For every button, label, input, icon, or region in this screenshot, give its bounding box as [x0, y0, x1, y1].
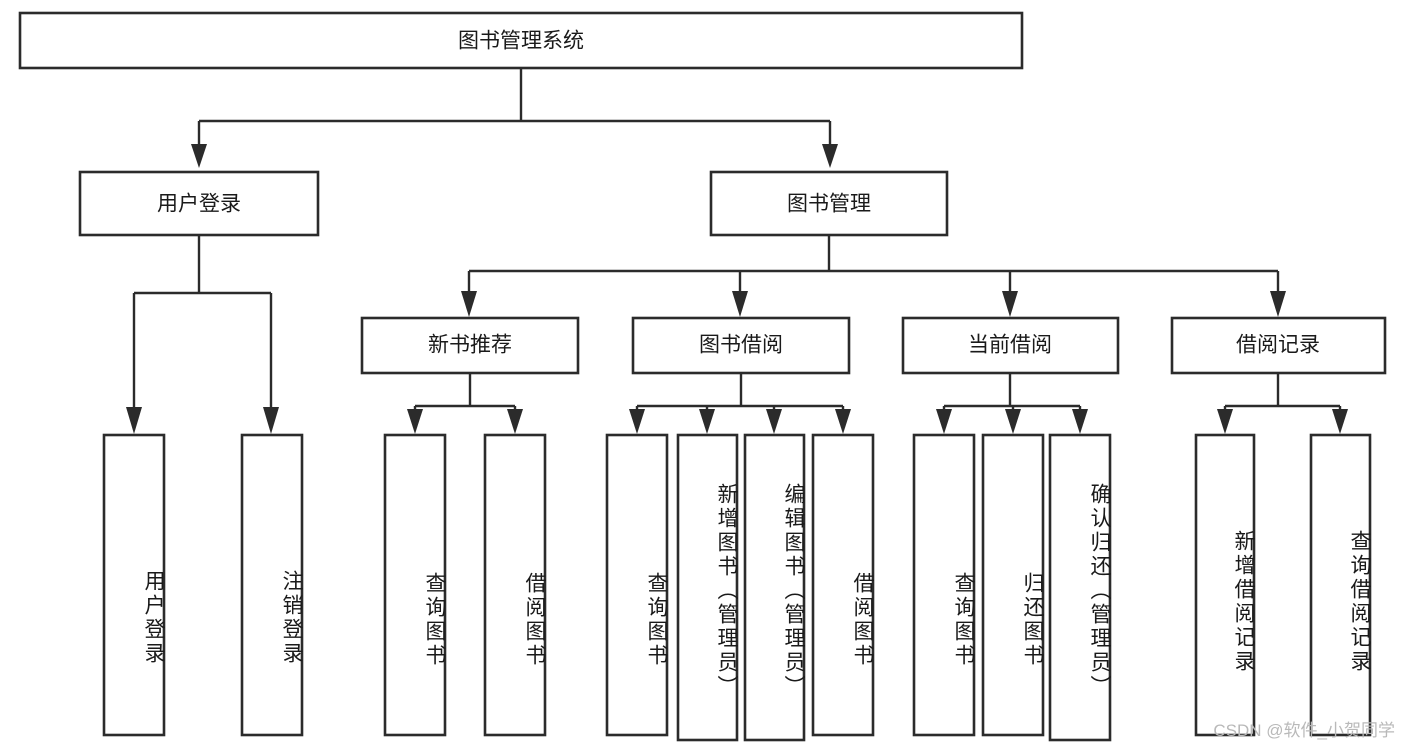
- leaf-box-add-book[interactable]: [676, 433, 739, 742]
- arrow-leaf-logout: [263, 407, 279, 434]
- arrow-current-borrow: [1002, 291, 1018, 317]
- leaf-box-borrow-book-2[interactable]: [811, 433, 875, 737]
- arrow-leaf-query-book-2: [629, 409, 645, 434]
- arrow-leaf-borrow-book-2: [835, 409, 851, 434]
- arrow-leaf-query-record: [1332, 409, 1348, 434]
- new-book-rec-box[interactable]: [360, 316, 580, 375]
- node-new-book-rec[interactable]: 新书推荐: [360, 316, 580, 375]
- connector-book-manage-to-level2: [461, 235, 1286, 317]
- node-current-borrow[interactable]: 当前借阅: [901, 316, 1120, 375]
- connector-root-to-level1: [191, 68, 838, 168]
- arrow-new-book-rec: [461, 291, 477, 317]
- connector-user-login-to-leaves: [126, 235, 279, 434]
- leaf-box-query-record[interactable]: [1309, 433, 1372, 737]
- current-borrow-label: 当前借阅: [968, 334, 1052, 357]
- arrow-leaf-return-book: [1005, 409, 1021, 434]
- connector-borrow-record-to-leaves: [1217, 373, 1348, 434]
- book-borrow-box[interactable]: [631, 316, 851, 375]
- arrow-user-login: [191, 144, 207, 168]
- arrow-leaf-user-login: [126, 407, 142, 434]
- node-root[interactable]: 图书管理系统: [18, 11, 1024, 70]
- leaf-box-user-login[interactable]: [102, 433, 166, 737]
- leaf-box-borrow-book-1[interactable]: [483, 433, 547, 737]
- new-book-rec-label: 新书推荐: [428, 334, 512, 357]
- arrow-leaf-confirm-return: [1072, 409, 1088, 434]
- root-box[interactable]: [18, 11, 1024, 70]
- connector-new-book-rec-to-leaves: [407, 373, 523, 434]
- arrow-leaf-add-record: [1217, 409, 1233, 434]
- arrow-leaf-edit-book: [766, 409, 782, 434]
- user-login-label: 用户登录: [157, 193, 241, 216]
- book-borrow-label: 图书借阅: [699, 334, 783, 357]
- borrow-record-box[interactable]: [1170, 316, 1387, 375]
- leaf-box-query-book-2[interactable]: [605, 433, 669, 737]
- arrow-leaf-query-book-1: [407, 409, 423, 434]
- leaf-box-add-record[interactable]: [1194, 433, 1256, 737]
- connector-book-borrow-to-leaves: [629, 373, 851, 434]
- root-label: 图书管理系统: [458, 30, 584, 53]
- borrow-record-label: 借阅记录: [1236, 334, 1320, 357]
- arrow-leaf-borrow-book-1: [507, 409, 523, 434]
- current-borrow-box[interactable]: [901, 316, 1120, 375]
- leaf-box-query-book-3[interactable]: [912, 433, 976, 737]
- leaf-box-confirm-return[interactable]: [1048, 433, 1112, 742]
- arrow-borrow-record: [1270, 291, 1286, 317]
- arrow-leaf-add-book: [699, 409, 715, 434]
- arrow-book-manage: [822, 144, 838, 168]
- node-borrow-record[interactable]: 借阅记录: [1170, 316, 1387, 375]
- book-manage-label: 图书管理: [787, 193, 871, 216]
- leaf-box-logout[interactable]: [240, 433, 304, 737]
- leaf-box-edit-book[interactable]: [743, 433, 806, 742]
- connector-current-borrow-to-leaves: [936, 373, 1088, 434]
- csdn-watermark: CSDN @软件_小贺同学: [1213, 721, 1395, 740]
- book-manage-box[interactable]: [709, 170, 949, 237]
- node-book-manage[interactable]: 图书管理: [709, 170, 949, 237]
- leaf-box-query-book-1[interactable]: [383, 433, 447, 737]
- arrow-book-borrow: [732, 291, 748, 317]
- node-user-login[interactable]: 用户登录: [78, 170, 320, 237]
- leaf-box-return-book[interactable]: [981, 433, 1045, 737]
- arrow-leaf-query-book-3: [936, 409, 952, 434]
- node-book-borrow[interactable]: 图书借阅: [631, 316, 851, 375]
